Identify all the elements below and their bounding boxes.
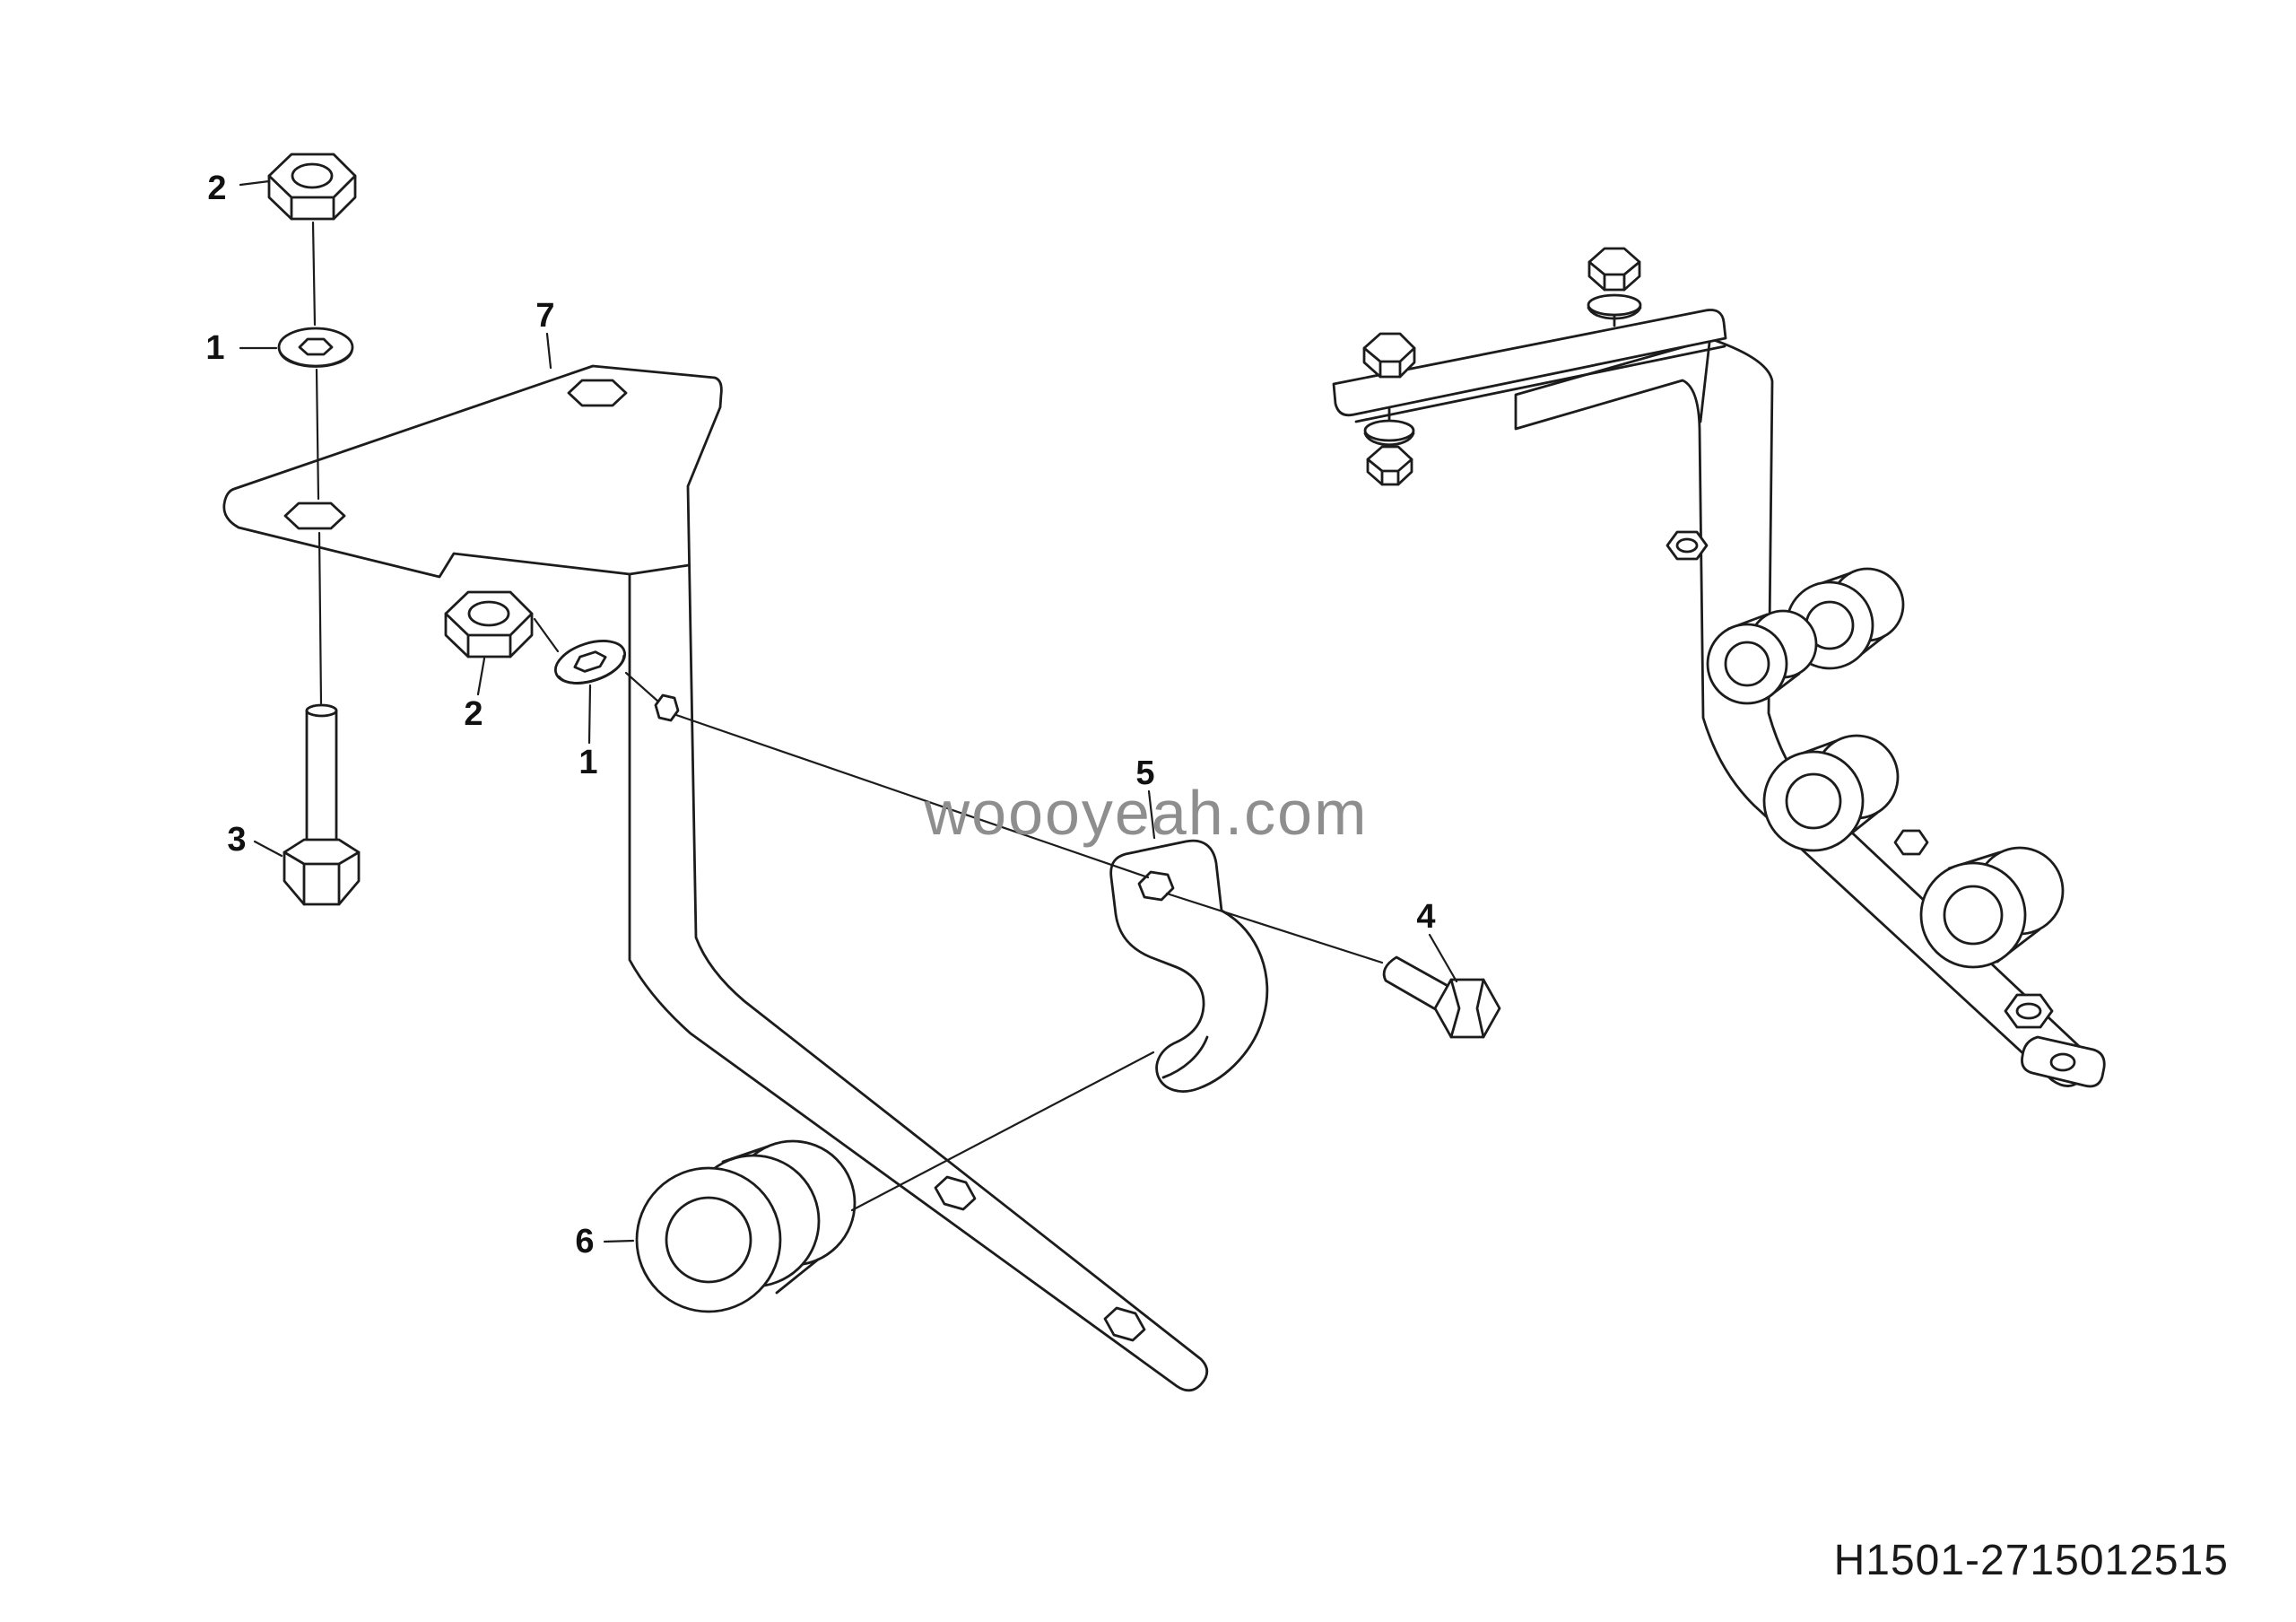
clamp-body bbox=[1109, 839, 1269, 1093]
bolt-shank-top bbox=[305, 703, 338, 718]
callout-6: 6 bbox=[575, 1223, 595, 1260]
right-plate-bolt-right bbox=[1587, 247, 1642, 327]
right-bracket-arm bbox=[1514, 337, 2090, 1087]
grommet-6 bbox=[635, 1139, 857, 1313]
face-screw bbox=[1665, 530, 1709, 561]
right-top-plate bbox=[1332, 309, 1727, 423]
nut-facets bbox=[444, 612, 534, 658]
bracket-slot-face bbox=[654, 693, 680, 722]
flat-washer-mid bbox=[554, 640, 626, 685]
washer-hole bbox=[573, 650, 607, 673]
nut-hole bbox=[291, 162, 334, 189]
bolt-head bbox=[1587, 247, 1641, 292]
flat-washer-top bbox=[277, 327, 354, 368]
hex-nut-mid bbox=[444, 590, 534, 658]
right-bracket-fold-line bbox=[1699, 341, 1711, 423]
tab-hole bbox=[2049, 1052, 2076, 1072]
callout-1-top: 1 bbox=[205, 329, 225, 367]
bolt-shank bbox=[1382, 955, 1453, 1013]
bracket-fold-line bbox=[628, 563, 691, 576]
screw-top bbox=[2015, 1002, 2042, 1020]
hex-bolt-3 bbox=[283, 703, 361, 906]
washer-hole bbox=[298, 337, 334, 356]
nut-facets bbox=[1366, 458, 1413, 486]
plate-thickness bbox=[1354, 344, 1726, 423]
bobbin-bore bbox=[1724, 641, 1770, 687]
washer-thickness bbox=[278, 350, 353, 368]
bobbin-3 bbox=[1762, 734, 1900, 852]
mounting-bracket-7 bbox=[222, 364, 1209, 1392]
callout-1-mid: 1 bbox=[578, 744, 598, 781]
leader-lines bbox=[239, 179, 1458, 1243]
screw-head bbox=[2004, 993, 2054, 1029]
clamp-slot bbox=[1137, 870, 1175, 902]
bolt-shank bbox=[305, 709, 338, 854]
hex-bolt-4 bbox=[1382, 955, 1501, 1039]
tab-plate bbox=[2021, 1035, 2106, 1088]
bobbin-1 bbox=[1706, 609, 1818, 705]
part-number: H1501-2715012515 bbox=[1833, 1537, 2229, 1584]
strap-screw-bottom bbox=[2004, 993, 2054, 1029]
bolt-head-facets bbox=[283, 850, 361, 906]
bracket-hole-tab bbox=[283, 501, 346, 530]
clamp-5 bbox=[1109, 839, 1269, 1093]
right-assembly bbox=[1332, 247, 2106, 1088]
bracket-hole-strap-1 bbox=[934, 1175, 977, 1211]
grommet-bore bbox=[665, 1196, 752, 1284]
watermark-text: woooyeah.com bbox=[924, 778, 1369, 848]
bobbin-front bbox=[1706, 623, 1788, 705]
nut-hole bbox=[467, 600, 510, 627]
bracket-hole-bar bbox=[567, 379, 628, 407]
grommet-silhouette-lines bbox=[721, 1145, 820, 1295]
bobbin-front bbox=[1762, 750, 1865, 852]
washer-thickness bbox=[558, 654, 626, 685]
bobbin-bore bbox=[1943, 885, 2004, 946]
bobbin-bore bbox=[1785, 772, 1842, 830]
washer-thickness bbox=[1363, 432, 1415, 446]
bobbin-4 bbox=[1919, 846, 2065, 969]
bolt-head bbox=[283, 838, 361, 906]
bobbin-front bbox=[1919, 861, 2027, 969]
bracket-outline bbox=[222, 364, 1209, 1392]
bolt-head-facets bbox=[1449, 978, 1485, 1039]
right-plate-bolt-left bbox=[1362, 332, 1416, 486]
clamp-inner-line bbox=[1161, 1035, 1209, 1079]
plate-face bbox=[1332, 309, 1727, 417]
strap-screw-mid bbox=[1893, 829, 1929, 856]
bolt-head bbox=[1362, 332, 1416, 379]
grommet-front-flange bbox=[635, 1166, 782, 1313]
nut bbox=[1366, 445, 1413, 486]
callout-5: 5 bbox=[1135, 754, 1155, 792]
screw-head bbox=[1665, 530, 1709, 561]
left-assembly bbox=[222, 153, 1501, 1392]
callout-7: 7 bbox=[535, 297, 555, 335]
washer bbox=[1587, 293, 1642, 317]
callout-3: 3 bbox=[227, 821, 247, 859]
bolt-head-facets bbox=[1362, 346, 1416, 379]
nut-facets bbox=[267, 174, 357, 221]
hex-nut-top bbox=[267, 153, 357, 221]
bracket-hole-strap-2 bbox=[1103, 1306, 1146, 1342]
washer bbox=[1363, 419, 1415, 442]
callout-4: 4 bbox=[1416, 898, 1436, 936]
callout-2-mid: 2 bbox=[464, 695, 483, 733]
end-tab bbox=[2021, 1035, 2106, 1088]
screw-top bbox=[1675, 537, 1699, 554]
callout-2-top: 2 bbox=[207, 170, 227, 207]
bolt-head-facets bbox=[1587, 260, 1641, 292]
